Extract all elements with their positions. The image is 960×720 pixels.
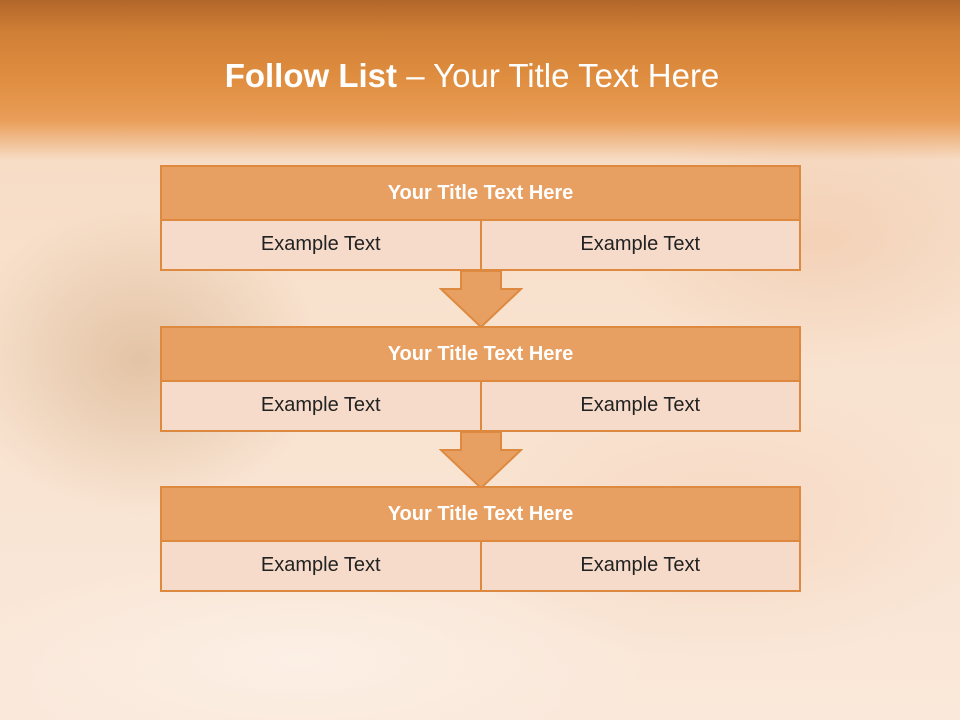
step-box-2: Your Title Text Here Example Text Exampl…	[160, 326, 801, 432]
step-title-3: Your Title Text Here	[160, 486, 801, 542]
step-title-2: Your Title Text Here	[160, 326, 801, 382]
step-title-1: Your Title Text Here	[160, 165, 801, 221]
header-band	[0, 0, 960, 160]
slide-title-rest: – Your Title Text Here	[397, 57, 720, 94]
down-arrow-icon	[439, 432, 523, 490]
step-2-right-text: Example Text	[481, 382, 801, 432]
step-box-1: Your Title Text Here Example Text Exampl…	[160, 165, 801, 271]
step-1-right-text: Example Text	[481, 221, 801, 271]
step-box-3: Your Title Text Here Example Text Exampl…	[160, 486, 801, 592]
step-1-left-text: Example Text	[160, 221, 482, 271]
down-arrow-icon	[439, 271, 523, 329]
step-row-3: Example Text Example Text	[160, 542, 801, 592]
step-3-right-text: Example Text	[481, 542, 801, 592]
slide-title-bold: Follow List	[224, 57, 398, 94]
step-row-1: Example Text Example Text	[160, 221, 801, 271]
slide-title: Follow List – Your Title Text Here	[0, 54, 944, 98]
step-3-left-text: Example Text	[160, 542, 482, 592]
step-2-left-text: Example Text	[160, 382, 482, 432]
step-row-2: Example Text Example Text	[160, 382, 801, 432]
